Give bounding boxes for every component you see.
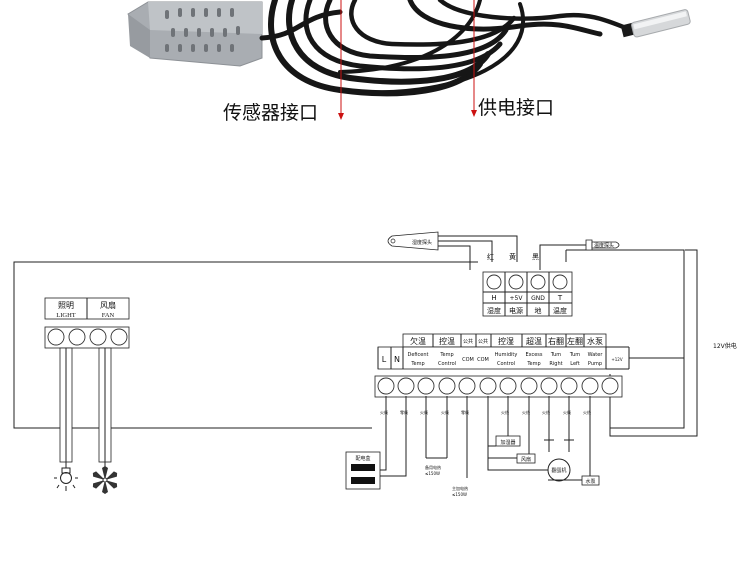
sensor-terminal-gnd: GND: [531, 295, 545, 302]
com-label-en-2: COM: [477, 357, 489, 363]
terminal-label-l: L: [382, 355, 387, 364]
underheat-label-en1: Deficent: [407, 352, 428, 358]
tag-neutral-1: 零线: [400, 409, 408, 415]
sensor-port-label: 传感器接口: [223, 102, 318, 124]
humidifier-label: 加湿器: [500, 439, 515, 446]
tag-live-3: 火线: [441, 409, 449, 415]
tag-live-1: 火线: [380, 409, 388, 415]
main-heater-power: ≤150W: [452, 492, 467, 497]
wire-color-yellow: 黄: [509, 252, 516, 261]
product-photo: 传感器接口 供电接口: [127, 0, 691, 124]
pump-load-label: 水泵: [585, 478, 595, 485]
main-heater-label: 主加电热: [452, 485, 468, 491]
com-label-cn-2: 公共: [478, 338, 488, 345]
sensor-housing: [127, 1, 263, 67]
humidity-control-label-en1: Humidity: [495, 352, 518, 358]
distribution-box: 配电盒: [345, 451, 381, 490]
turn-left-label-en2: Left: [570, 361, 579, 367]
sensor-terminal-5v-desc: 电源: [509, 306, 523, 315]
plus-12v-label: +12V: [611, 357, 622, 362]
load-wiring: 火线 零线 火线 火线 零线 火线 火线 火线 火线 火线 配电盒 备用电热 ≤…: [345, 396, 600, 497]
water-pump-label-cn: 水泵: [587, 336, 603, 346]
main-terminal-block: L N 欠温 Deficent Temp 控温 Temp Control 公共 …: [374, 333, 684, 398]
underheat-label-cn: 欠温: [410, 336, 426, 346]
enclosure-outline: [13, 249, 698, 437]
sensor-terminal-t: T: [557, 294, 563, 302]
light-label-en: LIGHT: [56, 312, 76, 319]
overheat-label-en2: Temp: [526, 361, 540, 367]
main-terminal-screws: [377, 377, 619, 395]
overheat-label-en1: Excess: [525, 352, 542, 358]
humidity-control-label-cn: 控湿: [498, 336, 514, 346]
wire-color-black: 黑: [532, 253, 539, 261]
humidity-probe: 湿度探头 红 黄 黑: [387, 231, 539, 270]
tag-live-6: 火线: [542, 409, 550, 415]
egg-turner-motor: 翻蛋机: [544, 439, 574, 482]
overheat-label-cn: 超温: [526, 336, 542, 346]
turn-right-label-en1: Tum: [550, 352, 561, 358]
sensor-terminal-t-desc: 温度: [553, 306, 567, 315]
turn-left-label-cn: 左翻: [567, 336, 583, 346]
temperature-probe-label: 温度探头: [594, 242, 614, 249]
turn-left-label-en1: Tum: [569, 352, 580, 358]
sensor-terminal-gnd-desc: 地: [535, 306, 542, 315]
terminal-label-n: N: [394, 355, 400, 364]
fan-label-en: FAN: [102, 312, 115, 319]
sensor-terminal-block: H +5V GND T 湿度 电源 地 温度: [482, 271, 573, 317]
power-12v-label: 12V供电: [713, 342, 737, 350]
tag-live-8: 火线: [583, 409, 591, 415]
sensor-terminal-5v: +5V: [510, 295, 524, 302]
backup-heater-label: 备用电热: [425, 464, 441, 470]
tag-live-2: 火线: [420, 409, 428, 415]
light-fan-block: 照明 LIGHT 风扇 FAN: [44, 297, 130, 494]
tag-live-4: 火线: [501, 409, 509, 415]
com-label-cn-1: 公共: [463, 338, 473, 345]
tag-neutral-2: 零线: [461, 409, 469, 415]
com-label-en-1: COM: [462, 357, 474, 363]
temp-control-label-en2: Control: [438, 361, 456, 367]
sensor-terminal-h: H: [491, 294, 496, 302]
fan-load-label: 风扇: [521, 456, 531, 463]
wire-color-red: 红: [487, 252, 494, 261]
distribution-box-label: 配电盒: [355, 455, 370, 462]
tag-live-7: 火线: [563, 409, 571, 415]
power-port-label: 供电接口: [478, 97, 554, 119]
water-pump-label-en2: Pump: [588, 361, 602, 367]
water-pump-label-en1: Water: [588, 352, 604, 358]
temp-control-label-en1: Temp: [439, 352, 453, 358]
backup-heater-power: ≤150W: [425, 471, 440, 476]
tag-live-5: 火线: [522, 409, 530, 415]
underheat-label-en2: Temp: [410, 361, 424, 367]
motor-label: 翻蛋机: [551, 467, 566, 474]
turn-right-label-cn: 右翻: [548, 336, 564, 346]
humidity-probe-label: 湿度探头: [412, 239, 432, 246]
humidity-control-label-en2: Control: [497, 361, 515, 367]
light-label-cn: 照明: [58, 301, 74, 310]
fan-label-cn: 风扇: [100, 300, 116, 310]
light-bulb-icon: [54, 462, 78, 491]
cable-coil: [259, 0, 629, 97]
temp-control-label-cn: 控温: [439, 336, 455, 346]
temperature-probe: 温度探头: [539, 239, 620, 270]
vent-holes: [165, 8, 240, 52]
sensor-terminal-h-desc: 湿度: [487, 306, 501, 315]
turn-right-label-en2: Right: [549, 361, 562, 367]
steel-probe: [620, 9, 691, 38]
fan-icon: [92, 462, 118, 494]
